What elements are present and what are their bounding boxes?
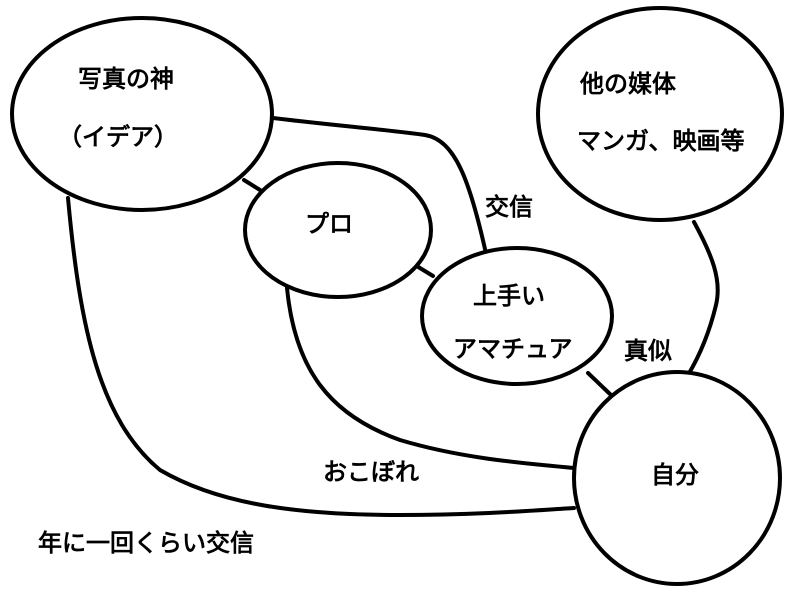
edge-label-crumbs: おこぼれ [323,458,419,486]
self-label: 自分 [651,461,699,489]
pro-label: プロ [305,210,353,238]
node-photo-god [10,16,274,212]
amateur-line1: 上手い [473,282,545,310]
other-media-examples: マンガ、映画等 [577,127,745,155]
node-self [572,370,782,586]
node-other-media [536,6,784,222]
edge-amateur-to-self [586,371,613,397]
edge-label-yearly-exchange: 年に一回くらい交信 [38,529,254,557]
edge-pro-to-self [285,286,576,470]
edge-photo-god-to-self-yearly [66,196,576,518]
edge-photo-god-to-pro [242,178,262,192]
photo-god-subtitle: （イデア） [58,123,178,151]
node-pro [243,161,433,299]
edge-other-media-to-self [686,220,720,377]
other-media-title: 他の媒体 [579,70,677,98]
edge-label-imitation: 真似 [624,337,672,365]
edge-photo-god-to-amateur [271,116,489,260]
amateur-line2: アマチュア [453,335,573,363]
photo-god-title: 写真の神 [78,65,174,93]
edge-label-exchange: 交信 [485,193,533,221]
node-skilled-amateur [420,246,614,386]
